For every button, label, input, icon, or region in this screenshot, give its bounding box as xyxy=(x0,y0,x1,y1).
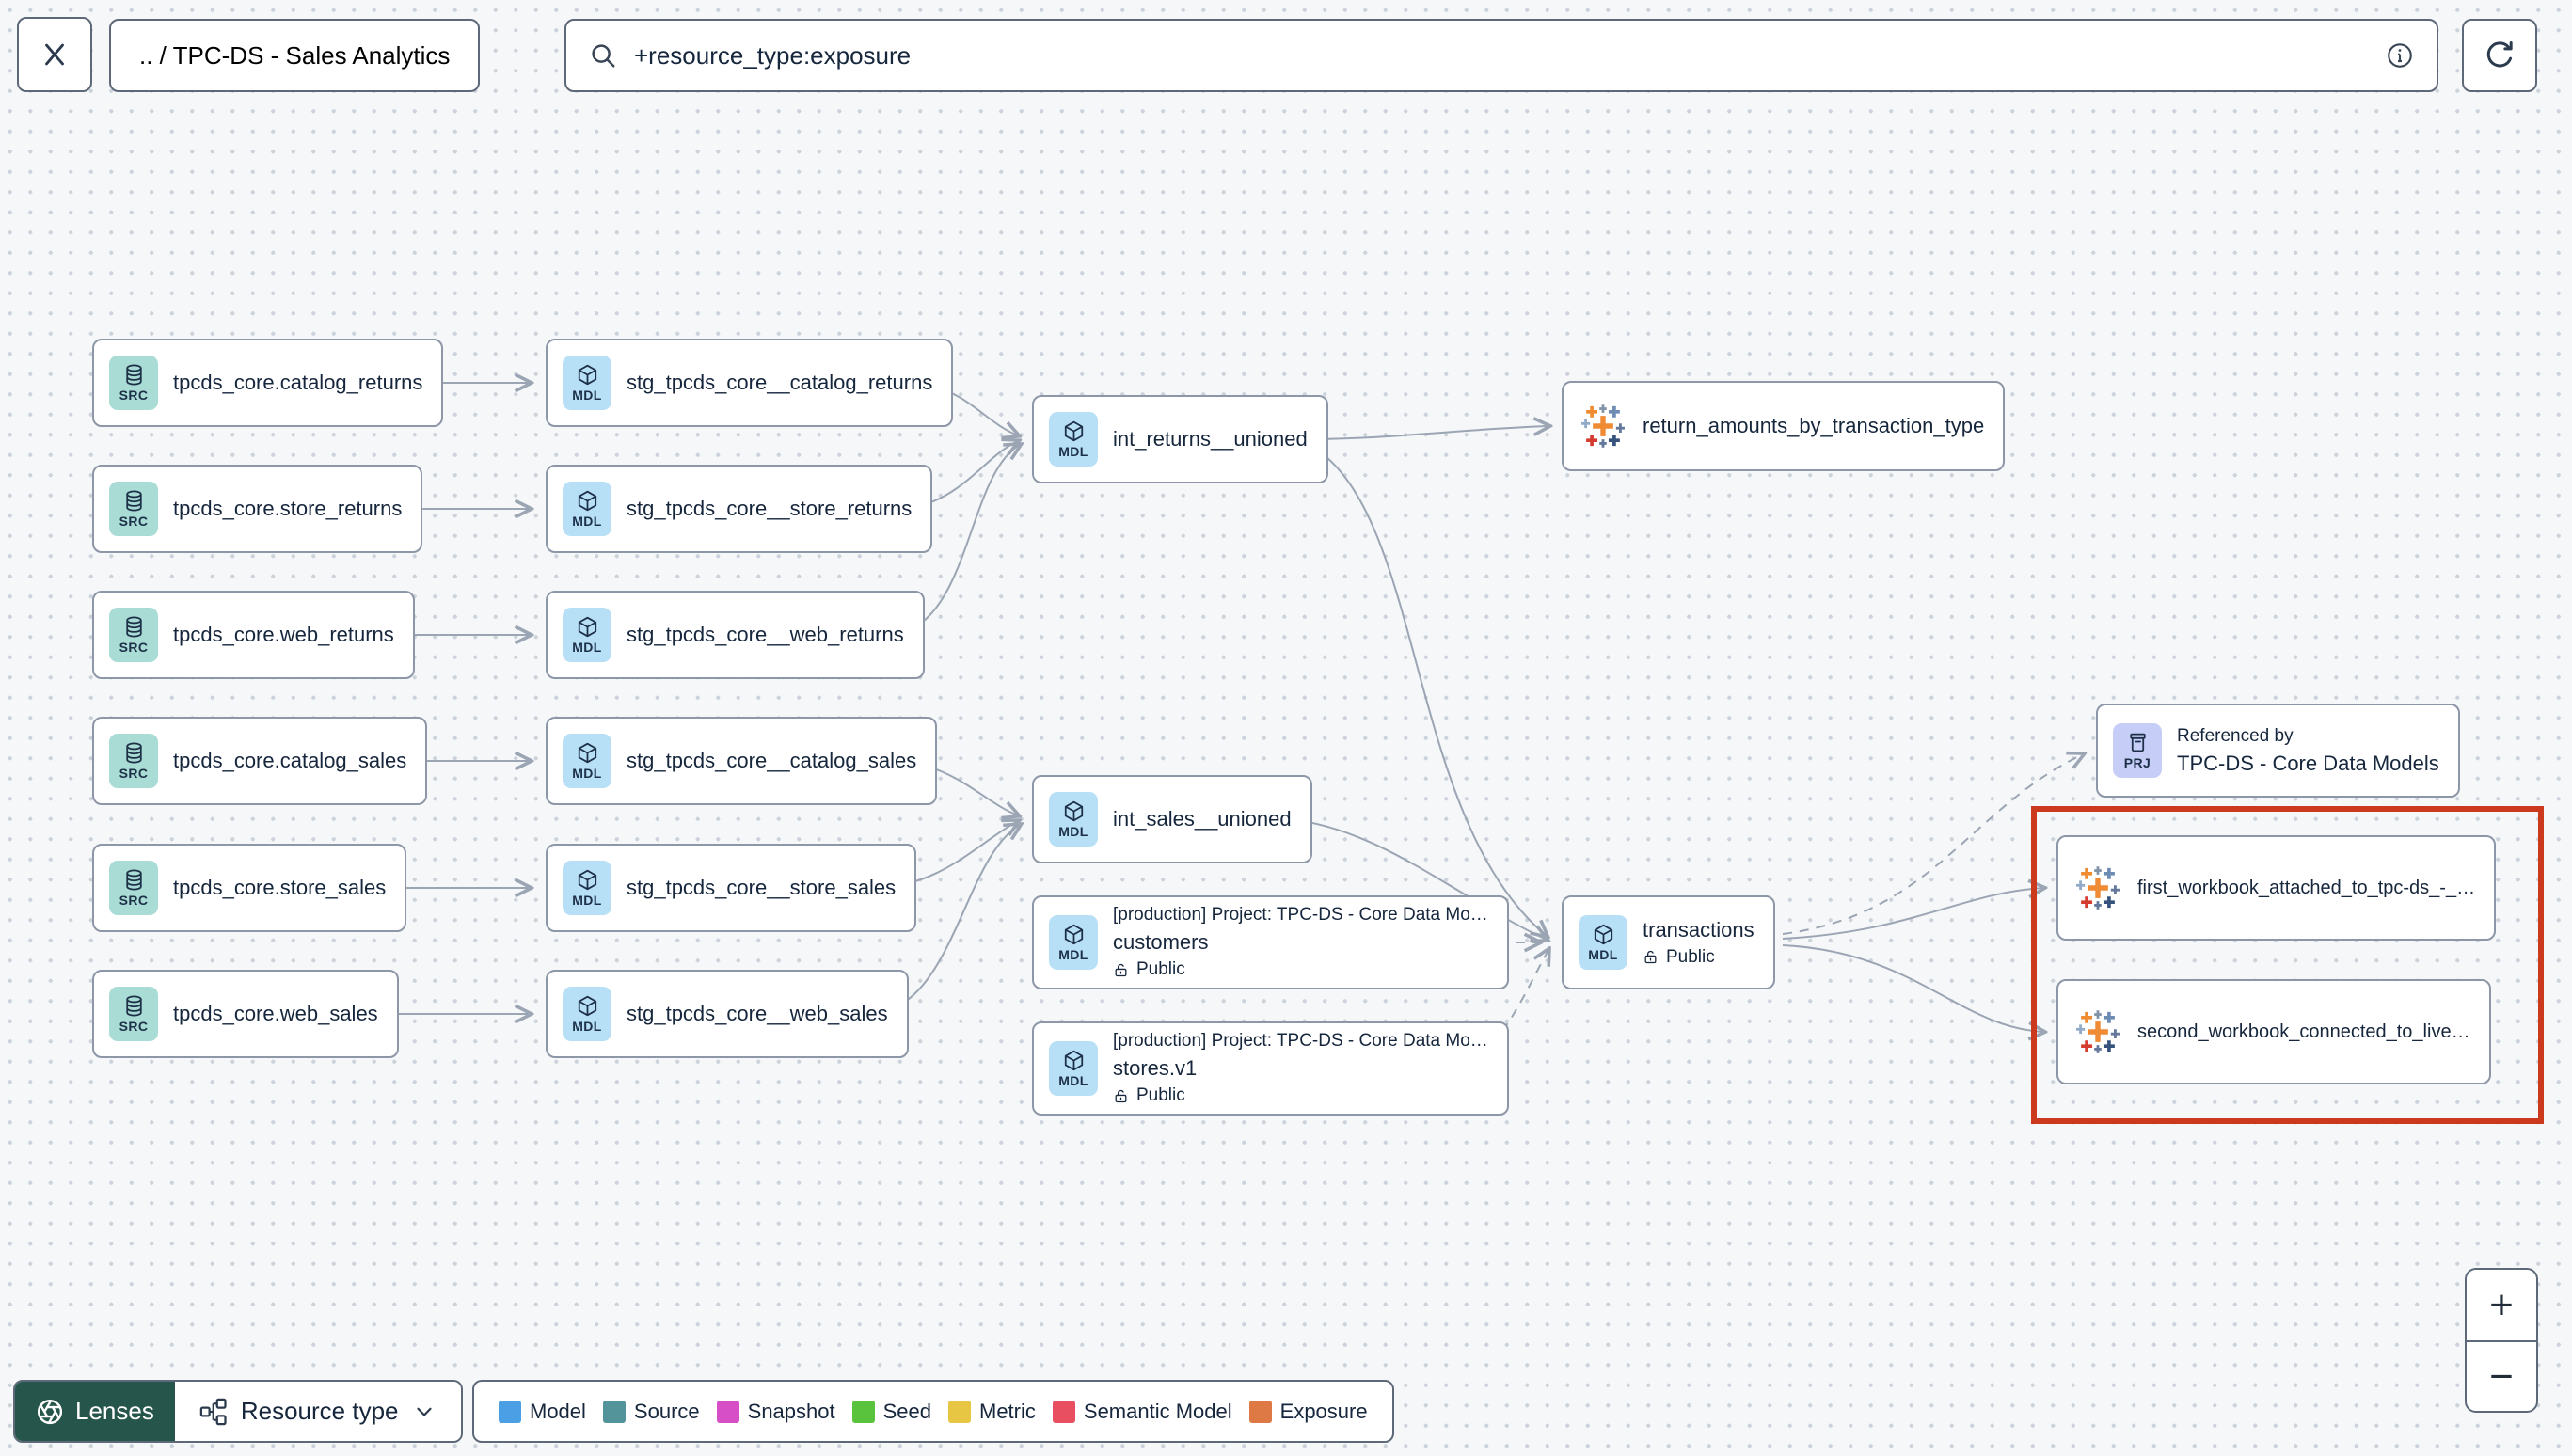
node-src-store-sales[interactable]: SRC tpcds_core.store_sales xyxy=(92,844,407,932)
node-label: customers xyxy=(1113,930,1209,954)
tableau-icon xyxy=(1579,402,1627,451)
node-referenced-by-project[interactable]: PRJ Referenced by TPC-DS - Core Data Mod… xyxy=(2096,704,2460,798)
legend-item-exposure: Exposure xyxy=(1248,1400,1368,1424)
zoom-in-button[interactable]: + xyxy=(2467,1270,2536,1340)
node-transactions[interactable]: MDL transactions Public xyxy=(1562,895,1775,989)
legend-swatch xyxy=(1052,1400,1075,1423)
access-row: Public xyxy=(1113,1085,1488,1106)
node-exposure-return-amounts[interactable]: return_amounts_by_transaction_type xyxy=(1562,381,2006,471)
close-icon xyxy=(39,39,71,71)
node-label: TPC-DS - Core Data Models xyxy=(2177,751,2439,775)
node-int-returns-unioned[interactable]: MDL int_returns__unioned xyxy=(1032,395,1328,483)
source-icon: SRC xyxy=(109,987,158,1041)
source-icon: SRC xyxy=(109,356,158,410)
tableau-icon xyxy=(2073,1007,2122,1056)
search-icon xyxy=(589,41,617,70)
model-icon: MDL xyxy=(563,608,611,662)
close-button[interactable] xyxy=(17,17,92,92)
source-icon: SRC xyxy=(109,482,158,536)
legend-item-semantic-model: Semantic Model xyxy=(1052,1400,1232,1424)
resource-type-dropdown[interactable]: Resource type xyxy=(174,1382,461,1441)
chevron-down-icon xyxy=(412,1400,437,1424)
legend-swatch xyxy=(1248,1400,1272,1423)
model-icon: MDL xyxy=(1049,1041,1098,1096)
model-icon: MDL xyxy=(563,987,611,1041)
project-context: [production] Project: TPC-DS - Core Data… xyxy=(1113,1031,1488,1051)
node-src-catalog-sales[interactable]: SRC tpcds_core.catalog_sales xyxy=(92,717,428,805)
node-label: stores.v1 xyxy=(1113,1056,1198,1080)
refresh-button[interactable] xyxy=(2462,19,2537,92)
model-icon: MDL xyxy=(563,861,611,915)
node-src-store-returns[interactable]: SRC tpcds_core.store_returns xyxy=(92,465,423,553)
lock-icon xyxy=(1113,1088,1129,1104)
node-exposure-first-workbook[interactable]: first_workbook_attached_to_tpc-ds_-_… xyxy=(2056,835,2497,941)
aperture-icon xyxy=(36,1398,64,1426)
lenses-button[interactable]: Lenses xyxy=(15,1382,175,1441)
model-icon: MDL xyxy=(1049,412,1098,467)
model-icon: MDL xyxy=(563,482,611,536)
tableau-icon xyxy=(2073,863,2122,912)
model-icon: MDL xyxy=(1049,915,1098,970)
breadcrumb[interactable]: .. / TPC-DS - Sales Analytics xyxy=(109,19,481,92)
node-stores-v1[interactable]: MDL [production] Project: TPC-DS - Core … xyxy=(1032,1021,1509,1116)
referenced-by-title: Referenced by xyxy=(2177,725,2294,746)
source-icon: SRC xyxy=(109,608,158,662)
model-icon: MDL xyxy=(563,356,611,410)
legend-item-source: Source xyxy=(602,1400,700,1424)
project-context: [production] Project: TPC-DS - Core Data… xyxy=(1113,905,1488,925)
lenses-control-group: Lenses Resource type xyxy=(13,1380,463,1443)
legend-item-seed: Seed xyxy=(851,1400,931,1424)
model-icon: MDL xyxy=(563,734,611,788)
node-src-web-returns[interactable]: SRC tpcds_core.web_returns xyxy=(92,591,415,679)
legend-item-model: Model xyxy=(499,1400,586,1424)
source-icon: SRC xyxy=(109,734,158,788)
model-icon: MDL xyxy=(1049,792,1098,847)
node-customers[interactable]: MDL [production] Project: TPC-DS - Core … xyxy=(1032,895,1509,989)
legend-swatch xyxy=(499,1400,521,1423)
legend-swatch xyxy=(851,1400,875,1423)
access-row: Public xyxy=(1643,947,1754,968)
access-row: Public xyxy=(1113,959,1488,980)
zoom-in-icon: + xyxy=(2489,1281,2514,1328)
lock-icon xyxy=(1113,962,1129,978)
node-exposure-second-workbook[interactable]: second_workbook_connected_to_live… xyxy=(2056,979,2491,1084)
node-src-web-sales[interactable]: SRC tpcds_core.web_sales xyxy=(92,970,399,1058)
search-bar xyxy=(564,19,2438,92)
source-icon: SRC xyxy=(109,861,158,915)
info-icon[interactable] xyxy=(2386,41,2414,70)
node-stg-web-sales[interactable]: MDL stg_tpcds_core__web_sales xyxy=(546,970,909,1058)
zoom-out-icon: − xyxy=(2489,1353,2514,1400)
legend-item-metric: Metric xyxy=(948,1400,1036,1424)
project-icon: PRJ xyxy=(2113,723,2162,778)
zoom-control: + − xyxy=(2465,1268,2538,1413)
legend-item-snapshot: Snapshot xyxy=(716,1400,835,1424)
selection-highlight xyxy=(2031,806,2544,1124)
node-label: transactions xyxy=(1643,917,1754,942)
resource-type-legend: Model Source Snapshot Seed Metric Semant… xyxy=(472,1380,1394,1443)
model-icon: MDL xyxy=(1579,915,1627,970)
node-src-catalog-returns[interactable]: SRC tpcds_core.catalog_returns xyxy=(92,339,444,427)
node-stg-catalog-returns[interactable]: MDL stg_tpcds_core__catalog_returns xyxy=(546,339,954,427)
node-int-sales-unioned[interactable]: MDL int_sales__unioned xyxy=(1032,775,1312,863)
legend-swatch xyxy=(716,1400,739,1423)
refresh-icon xyxy=(2484,40,2516,71)
legend-swatch xyxy=(948,1400,971,1423)
legend-swatch xyxy=(602,1400,626,1423)
node-stg-web-returns[interactable]: MDL stg_tpcds_core__web_returns xyxy=(546,591,925,679)
sitemap-icon xyxy=(199,1398,228,1426)
node-stg-store-sales[interactable]: MDL stg_tpcds_core__store_sales xyxy=(546,844,917,932)
search-input[interactable] xyxy=(634,40,2369,71)
node-stg-store-returns[interactable]: MDL stg_tpcds_core__store_returns xyxy=(546,465,933,553)
lock-icon xyxy=(1643,949,1659,965)
node-stg-catalog-sales[interactable]: MDL stg_tpcds_core__catalog_sales xyxy=(546,717,938,805)
zoom-out-button[interactable]: − xyxy=(2467,1340,2536,1411)
